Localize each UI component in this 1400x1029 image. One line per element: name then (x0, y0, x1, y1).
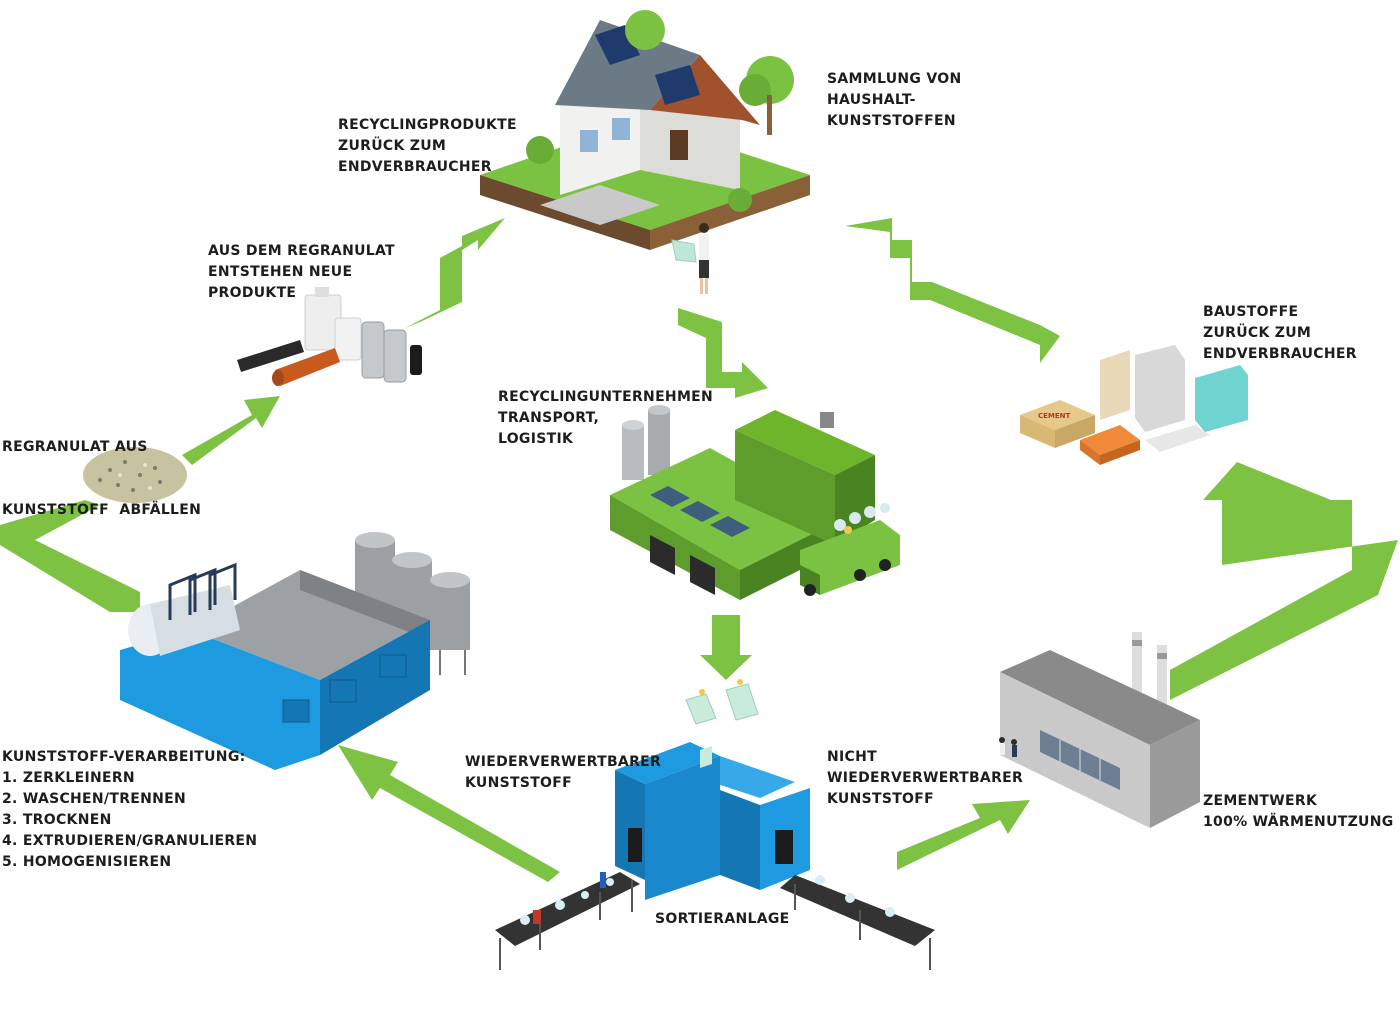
label-line: 3. TROCKNEN (2, 812, 112, 828)
label-line: 4. EXTRUDIEREN/GRANULIEREN (2, 833, 258, 849)
label-line: LOGISTIK (498, 431, 574, 447)
arrow-company-to-sorting (700, 615, 752, 680)
label-line: WIEDERVERWERTBARER (465, 754, 662, 770)
label-line: RECYCLINGPRODUKTE (338, 117, 517, 133)
label-line: KUNSTSTOFF (465, 775, 572, 791)
label-line: ZEMENTWERK (1203, 793, 1318, 809)
new-products-icon (237, 287, 422, 386)
label-line: TRANSPORT, (498, 410, 600, 426)
label-building-materials: BAUSTOFFE ZURÜCK ZUM ENDVERBRAUCHER (1203, 302, 1357, 365)
label-line: RECYCLINGUNTERNEHMEN (498, 389, 714, 405)
label-line: NICHT (827, 749, 877, 765)
label-line: ENDVERBRAUCHER (338, 159, 492, 175)
label-line: ZURÜCK ZUM (1203, 325, 1312, 341)
arrow-materials-to-house (845, 218, 1060, 363)
arrow-regranulate-to-products (182, 396, 280, 465)
label-regranulate: REGRANULAT AUS KUNSTSTOFF ABFÄLLEN (2, 395, 201, 542)
label-household-collection: SAMMLUNG VON HAUSHALT- KUNSTSTOFFEN (827, 69, 961, 132)
label-line: 5. HOMOGENISIEREN (2, 854, 172, 870)
arrow-cement-to-materials (1170, 462, 1398, 700)
label-cement-plant: ZEMENTWERK 100% WÄRMENUTZUNG (1203, 791, 1394, 833)
cement-bag-text: CEMENT (1038, 412, 1071, 420)
label-line: WIEDERVERWERTBARER (827, 770, 1024, 786)
label-line: 2. WASCHEN/TRENNEN (2, 791, 187, 807)
granulate-pile-icon (83, 447, 187, 503)
label-line: SORTIERANLAGE (655, 911, 790, 927)
label-line: ZURÜCK ZUM (338, 138, 447, 154)
house-icon (480, 10, 810, 294)
cement-plant-icon (999, 632, 1200, 828)
label-line: KUNSTSTOFF ABFÄLLEN (2, 502, 202, 518)
label-non-recyclable: NICHT WIEDERVERWERTBARER KUNSTSTOFF (827, 747, 1023, 810)
recycling-bags-icon (685, 679, 759, 725)
label-line: AUS DEM REGRANULAT (208, 243, 395, 259)
sorting-plant-icon (495, 742, 935, 970)
label-line: KUNSTSTOFF (827, 791, 934, 807)
label-line: HAUSHALT- (827, 92, 916, 108)
arrow-sorting-to-cement (897, 800, 1030, 870)
label-products-back: RECYCLINGPRODUKTE ZURÜCK ZUM ENDVERBRAUC… (338, 115, 517, 178)
label-line: REGRANULAT AUS (2, 439, 148, 455)
label-sorting-plant: SORTIERANLAGE (655, 909, 790, 930)
recycling-facility-icon (610, 405, 900, 600)
label-line: ENDVERBRAUCHER (1203, 346, 1357, 362)
label-line: KUNSTSTOFFEN (827, 113, 956, 129)
label-line: PRODUKTE (208, 285, 297, 301)
label-recyclable: WIEDERVERWERTBARER KUNSTSTOFF (465, 752, 661, 794)
label-line: KUNSTSTOFF-VERARBEITUNG: (2, 749, 246, 765)
label-line: BAUSTOFFE (1203, 304, 1299, 320)
arrow-house-to-company (678, 308, 768, 398)
label-line: ENTSTEHEN NEUE (208, 264, 353, 280)
flow-arrows (0, 218, 1398, 882)
label-new-products: AUS DEM REGRANULAT ENTSTEHEN NEUE PRODUK… (208, 241, 395, 304)
label-line: 1. ZERKLEINERN (2, 770, 135, 786)
arrow-sorting-to-processing (338, 745, 560, 882)
label-line: 100% WÄRMENUTZUNG (1203, 814, 1394, 830)
processing-plant-icon (120, 532, 470, 770)
building-materials-icon: CEMENT (1020, 345, 1248, 465)
label-line: SAMMLUNG VON (827, 71, 962, 87)
arrow-processing-to-regranulate (0, 500, 140, 612)
arrow-products-to-house (405, 218, 505, 328)
label-recycling-company: RECYCLINGUNTERNEHMEN TRANSPORT, LOGISTIK (498, 387, 713, 450)
label-processing: KUNSTSTOFF-VERARBEITUNG: 1. ZERKLEINERN … (2, 747, 257, 873)
